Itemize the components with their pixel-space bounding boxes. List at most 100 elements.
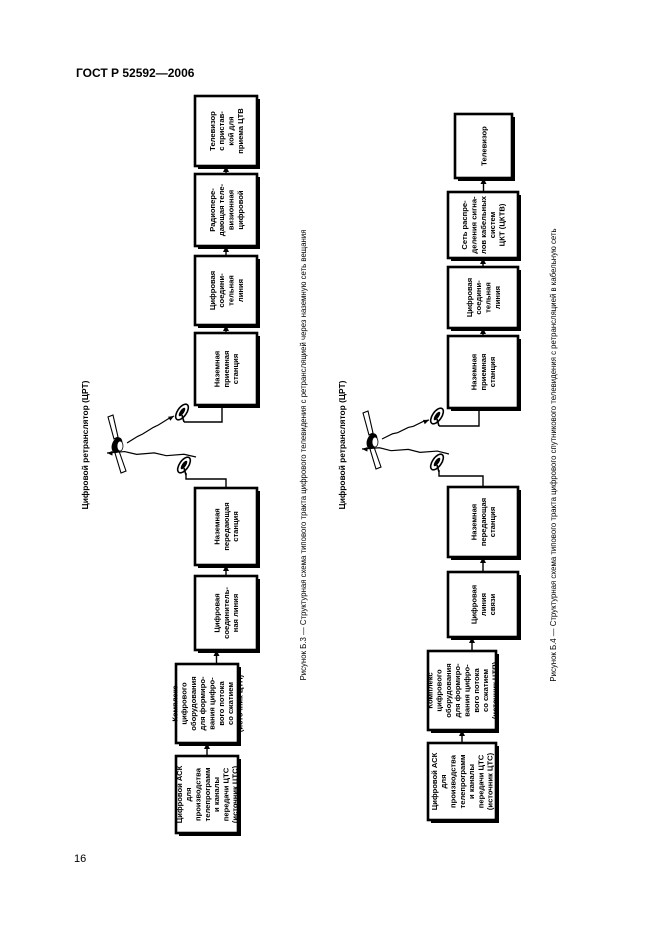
- block-4-line: станция: [488, 507, 497, 538]
- block-2-line: (источник ЦТП): [490, 661, 499, 719]
- block-4: Наземнаяпередающаястанция: [193, 486, 260, 568]
- uplink-signal-head: [362, 446, 368, 452]
- block-7: Сеть распре-деления сигна-лов кабельныхс…: [446, 190, 521, 261]
- block-2-line: для формиро-: [453, 663, 462, 717]
- block-1-line: передачи ЦТС: [221, 767, 230, 821]
- tx-dish-mast: [183, 467, 187, 476]
- block-3: Цифроваясоединитель-ная линия: [193, 574, 260, 653]
- block-1-line: и каналы: [467, 764, 476, 799]
- arrow-3: [480, 557, 486, 572]
- block-6-line: соедини-: [474, 280, 483, 315]
- relay-satellite-panel-top: [362, 410, 374, 436]
- block-7-line: визионная: [226, 190, 235, 230]
- block-2-line: вого потока: [472, 668, 481, 713]
- arrow-1: [204, 743, 210, 756]
- arrow-2-head: [213, 650, 220, 656]
- uplink-signal-head: [107, 450, 113, 456]
- block-2-line: вого потока: [217, 681, 226, 726]
- relay-satellite-dish: [116, 440, 124, 452]
- rx-dish-mast: [181, 414, 185, 423]
- block-6-line: Цифровая: [208, 271, 217, 310]
- arrow-2-head: [469, 637, 475, 643]
- block-6-line: Цифровая: [465, 278, 474, 317]
- block-3-line: линия: [479, 593, 488, 616]
- block-6-text: Цифроваясоедини-тельнаялиния: [465, 278, 502, 317]
- uplink-signal: [361, 446, 450, 455]
- block-7-text: Сеть распре-деления сигна-лов кабельныхс…: [460, 195, 506, 254]
- arrow-6-head: [480, 178, 487, 184]
- relay-satellite-dish: [371, 436, 379, 448]
- block-4-line: передающая: [479, 498, 488, 546]
- block-8-line: кой для: [226, 116, 235, 145]
- block-5-text: Наземнаяприемнаястанция: [470, 354, 498, 391]
- block-1-line: для: [184, 787, 193, 801]
- block-4-text: Наземнаяпередающаястанция: [213, 502, 241, 550]
- block-5: Наземнаяприемнаястанция: [446, 334, 521, 411]
- arrow-3-head: [223, 565, 229, 571]
- arrow-1-head: [459, 730, 465, 736]
- block-1-line: (источник ЦТС): [231, 765, 240, 823]
- block-8-frame: [193, 94, 259, 168]
- block-2-line: оборудования: [189, 676, 198, 730]
- block-2-line: вания цифро-: [207, 677, 216, 730]
- block-4-line: Наземная: [213, 508, 222, 544]
- block-1-text: Цифровой АСКдляпроизводствателепрограмми…: [430, 752, 495, 810]
- relay-satellite: [362, 410, 382, 470]
- rx-feed-line: [439, 408, 480, 427]
- block-3-line: связи: [488, 593, 497, 615]
- block-8-text: Телевизор: [479, 126, 488, 166]
- block-5-text: Наземнаяприемнаястанция: [213, 351, 241, 388]
- arrow-1-head: [204, 743, 210, 749]
- block-1: Цифровой АСКдляпроизводствателепрограмми…: [426, 741, 499, 823]
- arrow-6-head: [223, 166, 229, 172]
- block-3-frame: [193, 574, 259, 652]
- block-5-line: Наземная: [213, 351, 222, 387]
- relay-label: Цифровой ретранслятор (ЦРТ): [337, 380, 347, 509]
- block-5-line: приемная: [479, 354, 488, 391]
- block-7-line: систем: [488, 211, 497, 238]
- block-6-line: тельная: [226, 275, 235, 306]
- block-1-line: производства: [449, 754, 458, 808]
- block-6-text: Цифроваясоедини-тельнаялиния: [208, 271, 245, 310]
- block-5-frame: [193, 331, 259, 407]
- rx-dish: [174, 403, 190, 423]
- rx-dish-mast: [436, 418, 440, 427]
- arrow-2: [469, 637, 475, 651]
- relay-label: Цифровой ретранслятор (ЦРТ): [80, 380, 90, 509]
- block-1-line: телепрограмм: [203, 767, 212, 821]
- block-7-line: Радиопере-: [208, 188, 217, 232]
- arrow-5: [223, 246, 229, 256]
- arrow-5: [480, 258, 486, 267]
- block-7-line: деления сигна-: [470, 196, 479, 254]
- block-4-line: передающая: [222, 502, 231, 550]
- block-7-text: Радиопере-дающая теле-визионнаяцифровой: [208, 183, 245, 236]
- rx-dish: [429, 407, 445, 427]
- rx-dish-inner: [433, 411, 441, 421]
- block-1-line: производства: [194, 767, 203, 821]
- block-8-line: с пристав-: [217, 111, 226, 151]
- block-1-line: телепрограмм: [458, 754, 467, 808]
- block-6-line: тельная: [483, 282, 492, 313]
- relay-satellite-panel-top: [107, 414, 119, 440]
- arrow-4-head: [223, 325, 229, 331]
- rx-dish-inner: [178, 407, 186, 417]
- relay-satellite: [107, 414, 127, 474]
- figure-b4: Цифровой АСКдляпроизводствателепрограмми…: [337, 112, 558, 823]
- block-3-line: Цифровая: [470, 585, 479, 624]
- uplink-signal: [106, 450, 197, 458]
- block-2-line: (источник ЦТП): [235, 674, 244, 732]
- block-4-line: Наземная: [470, 504, 479, 540]
- block-1-line: (источник ЦТС): [486, 752, 495, 810]
- relay-satellite-panel-bottom: [114, 450, 127, 474]
- arrow-4-head: [480, 328, 486, 334]
- block-2-text: Комплексцифровогооборудованиядля формиро…: [425, 661, 499, 719]
- block-1-line: Цифровой АСК: [175, 765, 184, 823]
- block-1-frame: [426, 741, 498, 822]
- block-1-line: передачи ЦТС: [476, 754, 485, 808]
- block-1-line: и каналы: [212, 777, 221, 812]
- block-7-frame: [193, 172, 259, 248]
- downlink-signal-line: [126, 415, 175, 444]
- block-2-frame: [426, 649, 498, 732]
- block-7-line: ЦКТ (ЦКТВ): [497, 203, 506, 246]
